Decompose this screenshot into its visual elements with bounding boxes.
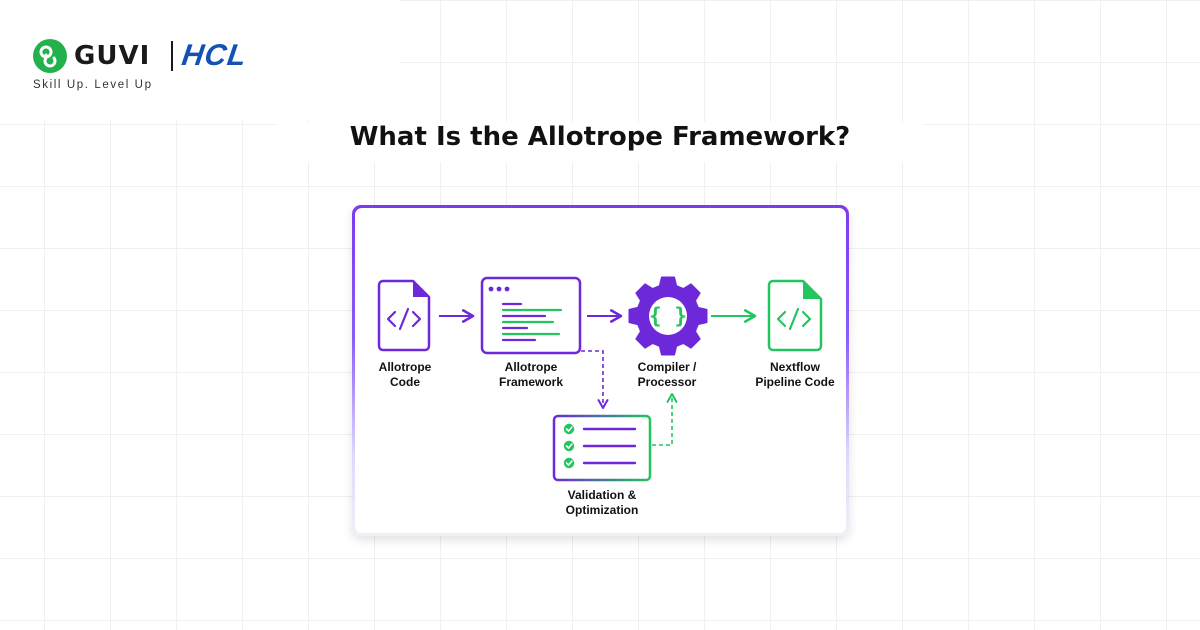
node-label-line: Processor <box>637 375 697 389</box>
brand-divider <box>171 41 173 71</box>
dashed-arrow-framework-to-validation <box>581 350 609 410</box>
brand-logo[interactable]: GUVI HCL Skill Up. Level Up <box>32 38 332 98</box>
guvi-wordmark: GUVI <box>74 41 151 71</box>
brand-tagline: Skill Up. Level Up <box>33 79 153 91</box>
node-label-compiler-processor: Compiler / Processor <box>607 360 727 390</box>
node-label-line: Code <box>390 375 420 389</box>
dashed-arrow-validation-to-compiler <box>652 392 678 446</box>
node-label-line: Pipeline Code <box>755 375 835 389</box>
logo-background <box>0 0 400 120</box>
node-label-line: Framework <box>498 375 564 389</box>
gear-braces-icon: { } <box>628 276 708 356</box>
node-label-line: Allotrope <box>378 360 432 374</box>
node-label-line: Optimization <box>565 503 639 517</box>
node-label-line: Compiler / <box>637 360 697 374</box>
node-label-nextflow-pipeline-code: Nextflow Pipeline Code <box>735 360 855 390</box>
node-label-line: Allotrope <box>504 360 558 374</box>
framework-window-icon <box>480 276 582 355</box>
hcl-wordmark: HCL <box>179 39 250 72</box>
node-label-validation-optimization: Validation & Optimization <box>542 488 662 518</box>
guvi-logo-icon <box>33 39 67 73</box>
node-label-allotrope-framework: Allotrope Framework <box>471 360 591 390</box>
node-label-line: Validation & <box>567 488 637 502</box>
validation-checklist-icon <box>552 414 652 482</box>
nextflow-file-icon <box>767 279 823 352</box>
page-title: What Is the Allotrope Framework? <box>349 122 851 152</box>
diagram-canvas: { } <box>355 208 846 533</box>
svg-text:{ }: { } <box>649 304 687 328</box>
node-label-allotrope-code: Allotrope Code <box>345 360 465 390</box>
allotrope-code-file-icon <box>377 279 431 352</box>
diagram-card: { } <box>352 205 849 536</box>
node-label-line: Nextflow <box>769 360 820 374</box>
title-background <box>276 122 924 162</box>
flow-diagram: { } <box>377 276 823 482</box>
